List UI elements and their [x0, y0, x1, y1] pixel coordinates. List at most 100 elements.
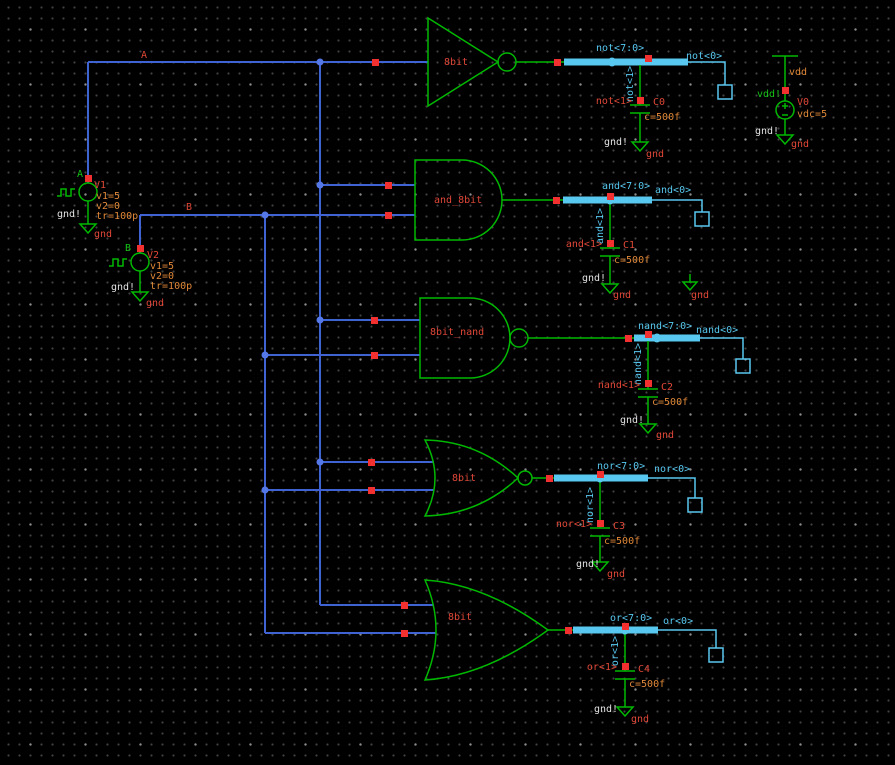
bus-tap-point[interactable]	[607, 193, 614, 200]
bus-junction-dot	[652, 333, 662, 343]
or-gate-label: 8bit	[448, 612, 472, 623]
bus-tap-point[interactable]	[645, 331, 652, 338]
tap-label-and1: and<1>	[595, 208, 606, 244]
gnd-name-label: gnd	[691, 290, 709, 301]
v1-name: V1	[94, 180, 106, 191]
not-gate-label: 8bit	[444, 57, 468, 68]
connection-point[interactable]	[565, 627, 572, 634]
connection-point[interactable]	[637, 97, 644, 104]
nand-gate[interactable]	[419, 297, 511, 379]
connection-point[interactable]	[401, 602, 408, 609]
gnd-net-label: gnd!	[755, 126, 779, 137]
vdd-net-label: vdd!	[757, 89, 781, 100]
and-gate[interactable]	[414, 159, 503, 241]
v0-param: vdc=5	[797, 109, 827, 120]
v1-param: v2=0	[96, 201, 120, 212]
bus-tap-point[interactable]	[622, 623, 629, 630]
connection-point[interactable]	[385, 212, 392, 219]
v2-param: v2=0	[150, 271, 174, 282]
connection-point[interactable]	[368, 487, 375, 494]
connection-point[interactable]	[137, 245, 144, 252]
connection-point[interactable]	[554, 59, 561, 66]
connection-point[interactable]	[372, 59, 379, 66]
gnd-net-label: gnd!	[576, 559, 600, 570]
pin-wire-and[interactable]	[652, 199, 703, 212]
junction-dot	[316, 458, 324, 466]
gnd-symbol-or[interactable]	[615, 706, 635, 718]
connection-point[interactable]	[597, 520, 604, 527]
nor-gate-bubble[interactable]	[517, 470, 533, 486]
cap-value-c1: c=500f	[614, 255, 650, 266]
or-gate[interactable]	[423, 579, 550, 681]
nor-gate-label: 8bit	[452, 473, 476, 484]
connection-point[interactable]	[85, 175, 92, 182]
cap-name-c3: C3	[613, 521, 625, 532]
output-pin-or0[interactable]	[708, 647, 724, 663]
connection-point[interactable]	[371, 352, 378, 359]
nand-gate-bubble[interactable]	[509, 328, 529, 348]
not-gate-bubble[interactable]	[497, 52, 517, 72]
gnd-symbol-nor[interactable]	[590, 561, 610, 573]
junction-dot	[261, 211, 269, 219]
tap-label-not1: not<1>	[625, 66, 636, 102]
pin-wire-nand[interactable]	[700, 337, 744, 359]
gnd-symbol-v1[interactable]	[78, 223, 98, 235]
gnd-net-label: gnd!	[57, 209, 81, 220]
nor-gate[interactable]	[423, 439, 520, 517]
gnd-name-label: gnd	[791, 139, 809, 150]
cap-name-c1: C1	[623, 240, 635, 251]
junction-dot	[261, 351, 269, 359]
connection-point[interactable]	[782, 87, 789, 94]
bus-junction-dot	[607, 57, 617, 67]
pin-wire-not[interactable]	[688, 61, 726, 85]
pin-label-nand0: nand<0>	[696, 325, 738, 336]
tap-name-nor1: nor<1>	[556, 519, 592, 530]
gnd-net-label: gnd!	[111, 282, 135, 293]
not-gate[interactable]	[427, 16, 500, 108]
gnd-symbol-and2[interactable]	[681, 281, 699, 292]
junction-dot	[316, 181, 324, 189]
connection-point[interactable]	[645, 380, 652, 387]
connection-point[interactable]	[607, 240, 614, 247]
connection-point[interactable]	[368, 459, 375, 466]
gnd-symbol-v2[interactable]	[130, 291, 150, 303]
gnd-net-label: gnd!	[620, 415, 644, 426]
gnd-name-label: gnd	[646, 149, 664, 160]
cap-value-c2: c=500f	[652, 397, 688, 408]
output-pin-nor0[interactable]	[687, 497, 703, 513]
gnd-name-label: gnd	[94, 229, 112, 240]
gnd-symbol-nand[interactable]	[638, 423, 658, 435]
connection-point[interactable]	[622, 663, 629, 670]
connection-point[interactable]	[625, 335, 632, 342]
tap-label-or1: or<1>	[610, 636, 621, 666]
connection-point[interactable]	[553, 197, 560, 204]
pin-label-nor0: nor<0>	[654, 464, 690, 475]
output-pin-not0[interactable]	[717, 84, 733, 100]
gnd-symbol-v0[interactable]	[775, 134, 795, 146]
bus-tap-point[interactable]	[597, 471, 604, 478]
connection-point[interactable]	[546, 475, 553, 482]
bus-label-or: or<7:0>	[610, 613, 652, 624]
v1-net-label: A	[77, 169, 83, 180]
tap-name-and1: and<1>	[566, 239, 602, 250]
connection-point[interactable]	[401, 630, 408, 637]
pin-wire-or[interactable]	[658, 629, 717, 648]
gnd-name-label: gnd	[607, 569, 625, 580]
bus-tap-point[interactable]	[645, 55, 652, 62]
gnd-symbol-and[interactable]	[600, 283, 620, 295]
pin-label-not0: not<0>	[686, 51, 722, 62]
connection-point[interactable]	[371, 317, 378, 324]
cap-value-c4: c=500f	[629, 679, 665, 690]
gnd-net-label: gnd!	[582, 273, 606, 284]
output-pin-and0[interactable]	[694, 211, 710, 227]
pin-wire-nor[interactable]	[648, 477, 696, 498]
connection-point[interactable]	[385, 182, 392, 189]
and-gate-label: and_8bit	[434, 195, 482, 206]
gnd-symbol-not[interactable]	[630, 141, 650, 153]
gnd-name-label: gnd	[656, 430, 674, 441]
tap-name-not1: not<1>	[596, 96, 632, 107]
tap-name-nand1: nand<1>	[598, 380, 640, 391]
output-pin-nand0[interactable]	[735, 358, 751, 374]
